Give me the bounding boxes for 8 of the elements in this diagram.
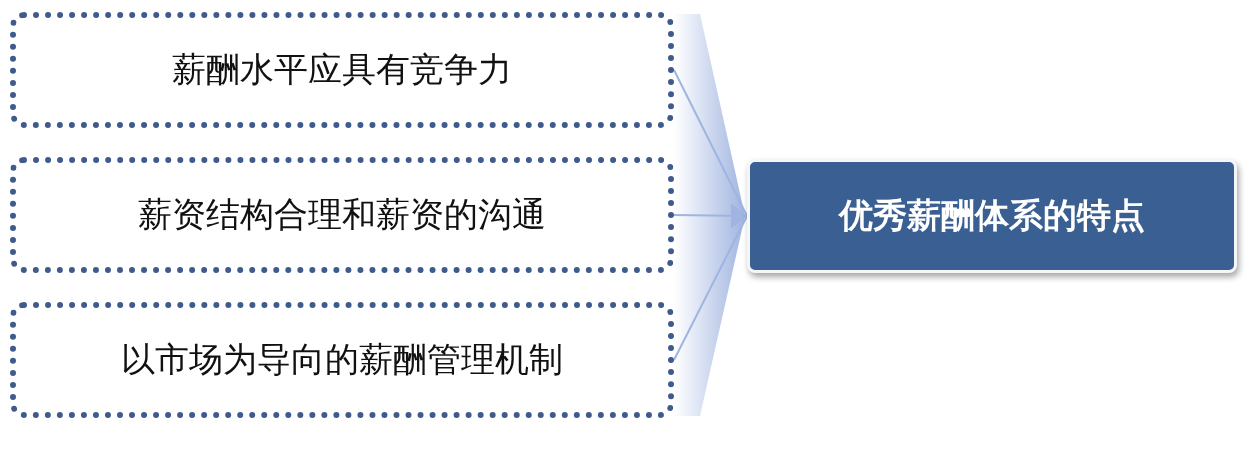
box-text: 以市场为导向的薪酬管理机制 <box>121 338 563 381</box>
box-text: 薪酬水平应具有竞争力 <box>172 48 512 91</box>
box-text: 薪资结构合理和薪资的沟通 <box>138 193 546 236</box>
title-box <box>747 159 1237 273</box>
dotted-box <box>10 302 674 418</box>
dotted-box <box>10 12 674 128</box>
dotted-box <box>10 157 674 273</box>
box-text: 优秀薪酬体系的特点 <box>839 194 1145 237</box>
